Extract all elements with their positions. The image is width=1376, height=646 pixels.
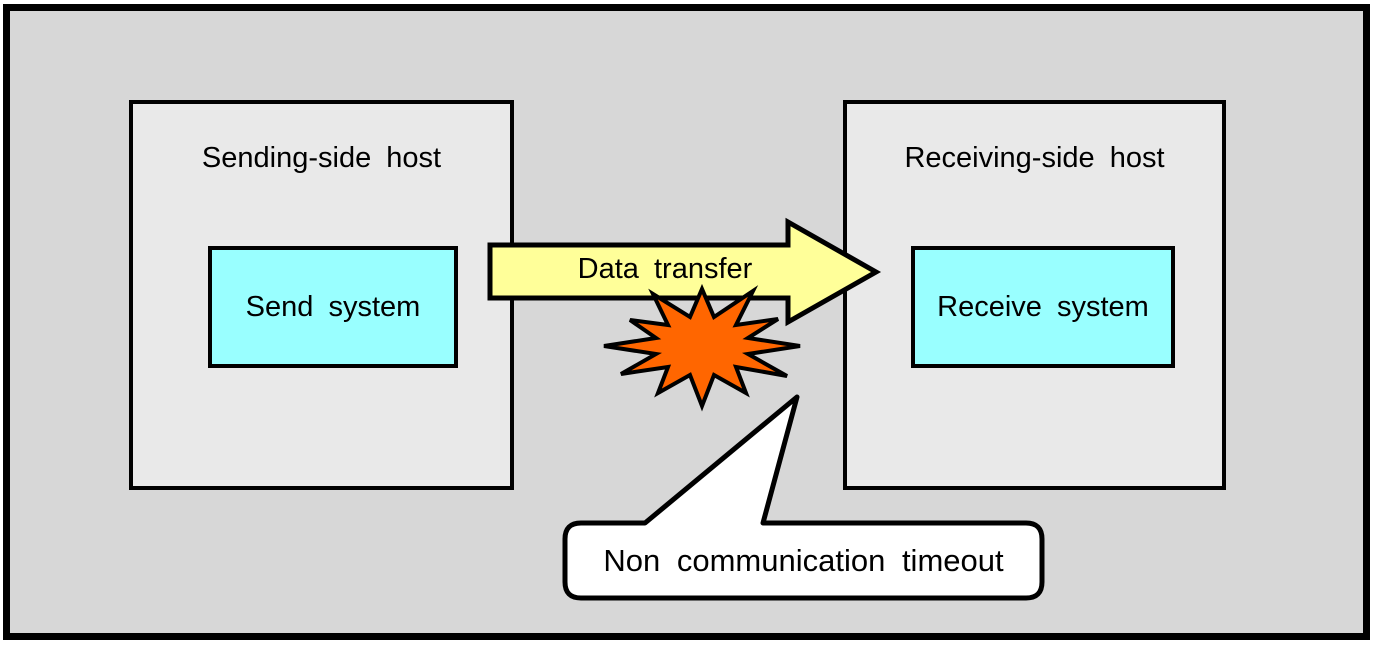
data-transfer-arrow bbox=[487, 217, 882, 327]
callout-label: Non communication timeout bbox=[603, 542, 1004, 578]
receiving-host-box: Receiving-side host Receive system bbox=[843, 100, 1226, 490]
sending-host-title: Sending-side host bbox=[201, 142, 442, 174]
callout-bubble bbox=[562, 394, 1045, 601]
receive-system-box: Receive system bbox=[911, 246, 1175, 368]
receiving-host-title: Receiving-side host bbox=[904, 142, 1165, 174]
sending-host-box: Sending-side host Send system bbox=[129, 100, 514, 490]
receive-system-label: Receive system bbox=[937, 290, 1149, 323]
send-system-box: Send system bbox=[208, 246, 458, 368]
data-transfer-label: Data transfer bbox=[577, 253, 753, 285]
explosion-burst-icon bbox=[603, 283, 801, 412]
send-system-label: Send system bbox=[245, 290, 421, 323]
